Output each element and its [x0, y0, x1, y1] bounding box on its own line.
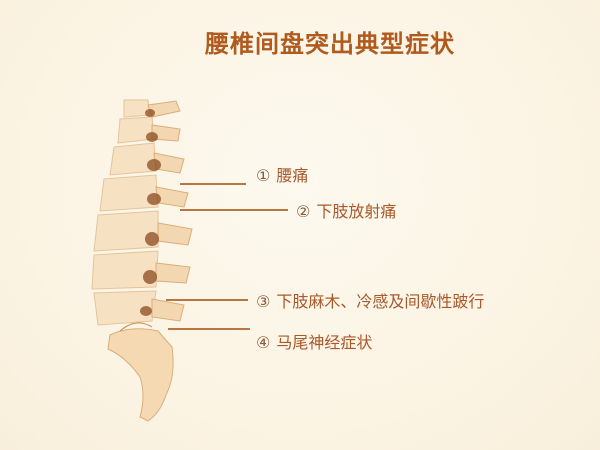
symptom-number-4: ④ — [256, 333, 271, 352]
spinous-processes — [147, 100, 193, 322]
symptom-label-4: ④ 马尾神经症状 — [256, 329, 372, 353]
symptom-text-3: 下肢麻木、冷感及间歇性跛行 — [276, 292, 485, 311]
lumbar-spine-illustration — [91, 99, 193, 422]
leader-line-4 — [168, 328, 250, 330]
symptom-text-4: 马尾神经症状 — [276, 333, 373, 352]
symptom-number-1: ① — [256, 166, 271, 185]
diagram-title: 腰椎间盘突出典型症状 — [205, 30, 455, 58]
symptom-label-2: ② 下肢放射痛 — [296, 198, 396, 222]
symptom-number-2: ② — [296, 202, 311, 221]
symptom-label-3: ③ 下肢麻木、冷感及间歇性跛行 — [256, 288, 484, 312]
symptom-number-3: ③ — [256, 292, 271, 311]
sacrum-coccyx — [107, 322, 174, 422]
symptom-text-2: 下肢放射痛 — [316, 202, 397, 221]
leader-line-3 — [166, 299, 248, 301]
symptom-label-1: ① 腰痛 — [256, 162, 308, 186]
foramina — [140, 109, 161, 316]
leader-line-1 — [180, 183, 246, 185]
leader-line-2 — [180, 209, 288, 211]
vertebral-bodies — [91, 99, 159, 326]
symptom-text-1: 腰痛 — [276, 166, 309, 185]
